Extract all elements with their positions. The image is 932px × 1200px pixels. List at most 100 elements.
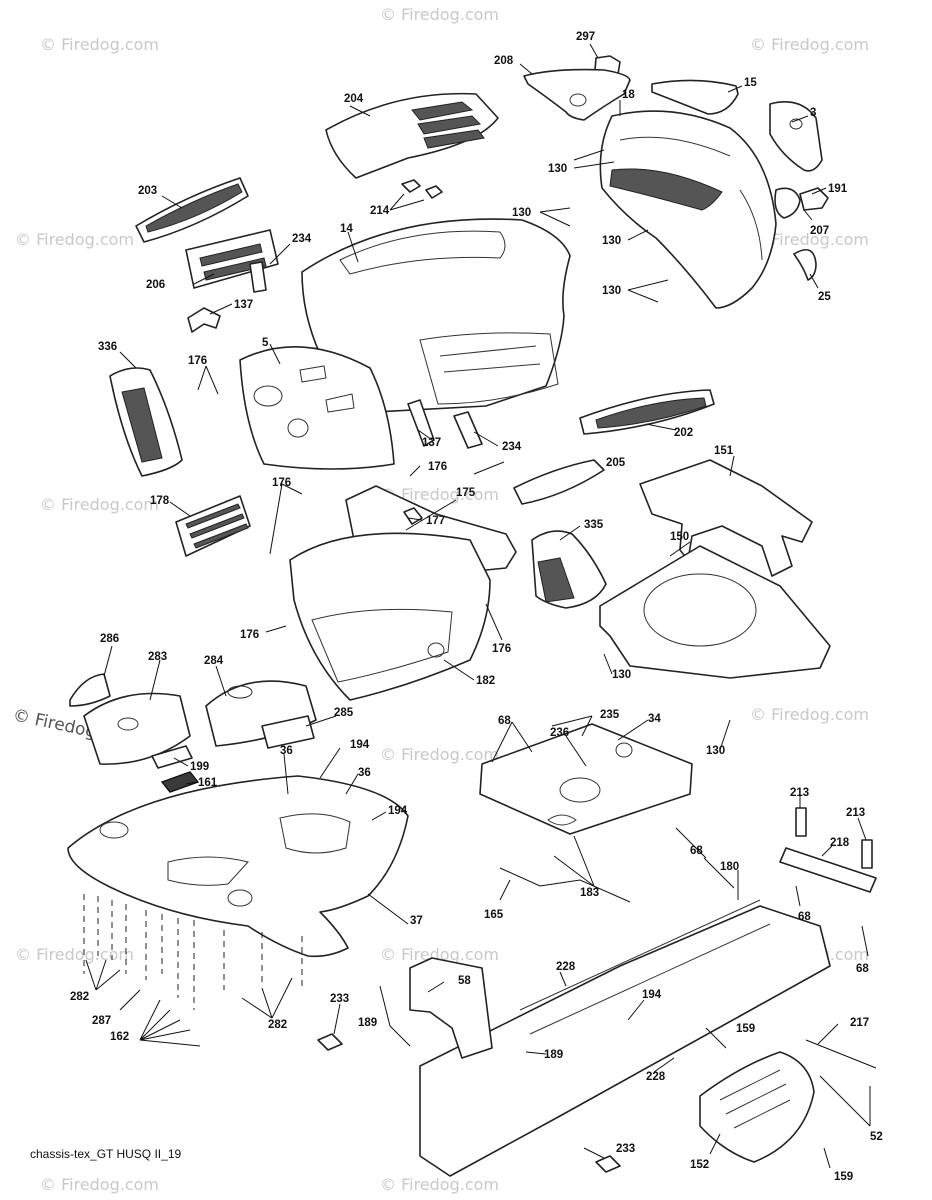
callout-68: 68 (798, 911, 811, 923)
part-14-ribs (439, 345, 541, 373)
callout-14: 14 (340, 223, 353, 235)
callout-233: 233 (616, 1143, 635, 1155)
callout-159: 159 (736, 1023, 755, 1035)
leader-lines (85, 43, 871, 1169)
part-178-slots (185, 503, 249, 549)
callout-5: 5 (262, 337, 269, 349)
callout-176: 176 (428, 461, 447, 473)
callout-285: 285 (334, 707, 354, 719)
callout-204: 204 (344, 93, 364, 105)
callout-235: 235 (600, 709, 620, 721)
callout-130: 130 (602, 285, 621, 297)
callout-284: 284 (204, 655, 224, 667)
part-203-mesh (145, 183, 243, 233)
part-37-opening (279, 813, 351, 854)
callout-194: 194 (350, 739, 370, 751)
watermarks: © Firedog.com © Firedog.com © Firedog.co… (11, 5, 869, 1194)
part-206-vents (199, 243, 267, 281)
part-34-slot (547, 814, 577, 826)
callout-15: 15 (744, 77, 757, 89)
callout-228: 228 (556, 961, 576, 973)
part-58-bracket (409, 957, 493, 1059)
callout-236: 236 (550, 727, 569, 739)
callout-213: 213 (846, 807, 865, 819)
callout-205: 205 (606, 457, 626, 469)
part-182-lower-body (289, 532, 491, 701)
callout-178: 178 (150, 495, 170, 507)
part-182-hole (427, 642, 445, 658)
callout-194: 194 (642, 989, 662, 1001)
part-207-cover (774, 187, 801, 219)
callout-68: 68 (856, 963, 869, 975)
part-37-deck (67, 775, 409, 958)
callout-234: 234 (292, 233, 312, 245)
part-18-detail (619, 136, 763, 261)
part-37-seat-well (167, 856, 249, 886)
watermark: © Firedog.com (380, 485, 499, 504)
callout-191: 191 (828, 183, 848, 195)
part-213-bolt (795, 807, 807, 837)
callout-287: 287 (92, 1015, 111, 1027)
part-336-vents (121, 387, 163, 463)
callout-286: 286 (100, 633, 119, 645)
watermark: © Firedog.com (750, 230, 869, 249)
watermark: © Firedog.com (15, 230, 134, 249)
callout-68: 68 (690, 845, 703, 857)
callout-130: 130 (706, 745, 725, 757)
callout-34: 34 (648, 713, 661, 725)
callout-36: 36 (358, 767, 371, 779)
part-233-bolt-2 (595, 1155, 621, 1173)
part-177-clip (403, 507, 423, 525)
part-5-gauge (253, 385, 283, 407)
watermark: © Firedog.com (40, 35, 159, 54)
part-18-grill (609, 168, 723, 211)
callout-130: 130 (548, 163, 567, 175)
callout-25: 25 (818, 291, 831, 303)
callout-161: 161 (198, 777, 218, 789)
part-180-frame (419, 905, 831, 1177)
callout-165: 165 (484, 909, 504, 921)
callout-213: 213 (790, 787, 809, 799)
callout-206: 206 (146, 279, 165, 291)
part-214-clip (401, 179, 443, 199)
callout-203: 203 (138, 185, 157, 197)
callout-176: 176 (272, 477, 291, 489)
callout-182: 182 (476, 675, 495, 687)
callout-162: 162 (110, 1031, 129, 1043)
callout-3: 3 (810, 107, 816, 119)
part-25-clip (793, 248, 817, 281)
callout-130: 130 (512, 207, 531, 219)
part-208-bracket (523, 68, 631, 121)
callout-183: 183 (580, 887, 599, 899)
part-205-bracket (513, 459, 605, 505)
part-208-hole (569, 93, 587, 107)
callout-137: 137 (422, 437, 441, 449)
callout-176: 176 (240, 629, 259, 641)
part-152-step (699, 1051, 815, 1163)
part-5-knob (287, 418, 309, 438)
callout-189: 189 (358, 1017, 377, 1029)
watermark: © Firedog.com (380, 1175, 499, 1194)
part-204-hood-top (325, 92, 499, 179)
part-14-lower-panel (419, 332, 559, 405)
callout-214: 214 (370, 205, 390, 217)
part-286-cap (69, 673, 111, 707)
callout-194: 194 (388, 805, 408, 817)
part-3-cover (769, 101, 823, 172)
callout-175: 175 (456, 487, 476, 499)
part-5-dash (239, 346, 395, 470)
part-180-rails (519, 899, 771, 1035)
callout-58: 58 (458, 975, 471, 987)
part-161-bracket (160, 771, 200, 793)
callout-37: 37 (410, 915, 423, 927)
callout-282: 282 (70, 991, 89, 1003)
part-150-pan (599, 545, 831, 679)
callout-159: 159 (834, 1171, 853, 1183)
part-191-cap (799, 187, 829, 211)
part-34-hole (559, 777, 601, 803)
part-335-mesh (537, 557, 575, 603)
callout-207: 207 (810, 225, 829, 237)
part-213-bolt-2 (861, 839, 873, 869)
callout-202: 202 (674, 427, 693, 439)
watermark: © Firedog.com (380, 945, 499, 964)
